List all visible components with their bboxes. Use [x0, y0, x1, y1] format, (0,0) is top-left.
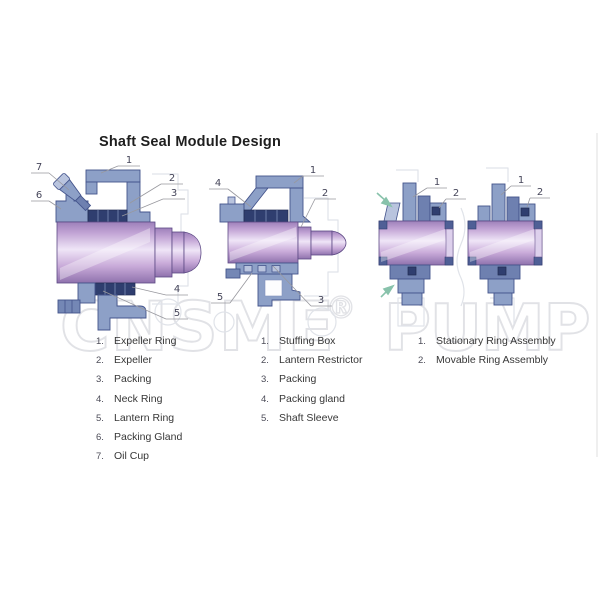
packing-rings2	[243, 209, 289, 223]
pump-shaft4	[467, 220, 543, 266]
item-label: Lantern Restrictor	[279, 354, 363, 367]
page-edge-divider	[596, 133, 598, 457]
item-number: 7.	[96, 451, 104, 463]
list-item: 3. Packing	[261, 373, 362, 392]
callout-3: 3	[171, 188, 177, 199]
item-number: 2.	[96, 355, 104, 367]
part-list-expeller: 1. Expeller Ring 2. Expeller 3. Packing 4. N…	[96, 335, 182, 469]
item-label: Stationary Ring Assembly	[436, 335, 556, 347]
stuffing-box-shape	[255, 175, 304, 189]
item-label: Movable Ring Assembly	[436, 354, 549, 367]
item-number: 3.	[261, 374, 269, 386]
item-label: Stuffing Box	[279, 335, 336, 347]
list-item: 1. Expeller Ring	[96, 335, 182, 354]
flush-arrow-icon	[376, 192, 395, 298]
diagram-expeller-seal: 1 2 3 4 5 6 7	[31, 155, 202, 331]
item-number: 5.	[261, 412, 269, 424]
item-label: Expeller Ring	[114, 335, 177, 347]
diagram2-callouts: 1 2 3 4 5	[209, 165, 336, 307]
item-label: Oil Cup	[114, 450, 150, 463]
item-label: Packing gland	[279, 392, 345, 405]
item-label: Shaft Sleeve	[279, 411, 339, 424]
lantern-bracket-shape	[97, 294, 147, 331]
pump-shaft2	[227, 221, 347, 264]
callout-6: 6	[36, 190, 42, 201]
callout-2: 2	[322, 188, 328, 199]
item-number: 1.	[96, 336, 104, 347]
item-number: 2.	[261, 355, 269, 367]
pump-shaft3	[378, 220, 454, 266]
callout-7: 7	[36, 162, 42, 173]
item-number: 6.	[96, 431, 104, 443]
item-number: 4.	[96, 393, 104, 405]
packing-rings-bottom	[94, 282, 136, 296]
list-item: 2. Expeller	[96, 354, 182, 373]
callout-3: 3	[318, 295, 324, 306]
list-item: 6. Packing Gland	[96, 431, 182, 450]
stationary-ring-shape	[491, 183, 506, 222]
callout-1: 1	[126, 155, 132, 166]
item-label: Packing	[114, 373, 152, 386]
item-number: 4.	[261, 393, 269, 405]
list-item: 1. Stuffing Box	[261, 335, 362, 354]
item-number: 1.	[261, 336, 269, 347]
ghost-casing-outlines	[152, 167, 515, 337]
list-item: 5. Lantern Ring	[96, 412, 182, 431]
item-label: Expeller	[114, 354, 152, 367]
packing-gland2-shape	[219, 203, 245, 223]
callout-2: 2	[453, 188, 459, 199]
pump-shaft	[56, 221, 202, 284]
callout-1: 1	[434, 177, 440, 188]
list-item: 5. Shaft Sleeve	[261, 412, 362, 431]
seal-head-top	[383, 182, 447, 222]
diagram1-callouts: 1 2 3 4 5 6 7	[31, 155, 188, 320]
diagram-mechanical-seal-right: 1 2	[467, 175, 550, 306]
list-item: 2. Movable Ring Assembly	[418, 354, 556, 373]
list-item: 2. Lantern Restrictor	[261, 354, 362, 373]
item-number: 5.	[96, 412, 104, 424]
list-item: 1. Stationary Ring Assembly	[418, 335, 556, 354]
diagram3R-callouts: 1 2	[500, 175, 550, 208]
diagram3L-callouts: 1 2	[412, 177, 466, 209]
registered-mark-icon: ®	[326, 291, 356, 326]
stationary-ring-shape	[402, 182, 417, 222]
callout-1: 1	[310, 165, 316, 176]
item-label: Neck Ring	[114, 392, 163, 405]
item-label: Packing Gland	[114, 430, 183, 443]
page-title: Shaft Seal Module Design	[99, 134, 282, 150]
diagram-mechanical-seal-left: 1 2	[376, 177, 466, 306]
list-item: 4. Packing gland	[261, 393, 362, 412]
callout-4: 4	[174, 284, 180, 295]
list-item: 3. Packing	[96, 373, 182, 392]
part-list-mechanical-seal: 1. Stationary Ring Assembly 2. Movable Rin…	[418, 335, 556, 373]
callout-4: 4	[215, 178, 221, 189]
item-label: Packing	[279, 373, 317, 386]
expeller-shape	[126, 181, 151, 223]
seal-head-top2	[477, 183, 536, 222]
callout-1: 1	[518, 175, 524, 186]
callout-5: 5	[217, 292, 223, 303]
item-label: Lantern Ring	[114, 411, 175, 424]
oil-cup-shape	[53, 173, 92, 212]
seal-head-bottom2	[479, 264, 521, 306]
part-list-stuffing-box: 1. Stuffing Box 2. Lantern Restrictor 3. Pa…	[261, 335, 362, 431]
list-item: 7. Oil Cup	[96, 450, 182, 469]
expeller-ring-shape	[85, 169, 141, 183]
seal-head-bottom	[389, 264, 431, 306]
list-item: 4. Neck Ring	[96, 393, 182, 412]
item-number: 3.	[96, 374, 104, 386]
diagram-stuffing-box-seal: 1 2 3 4 5	[209, 165, 347, 307]
callout-5: 5	[174, 308, 180, 319]
gland-bolt	[57, 299, 81, 314]
callout-2: 2	[537, 187, 543, 198]
packing-rings-top	[87, 209, 128, 223]
callout-2: 2	[169, 173, 175, 184]
item-number: 2.	[418, 355, 426, 367]
item-number: 1.	[418, 336, 426, 347]
